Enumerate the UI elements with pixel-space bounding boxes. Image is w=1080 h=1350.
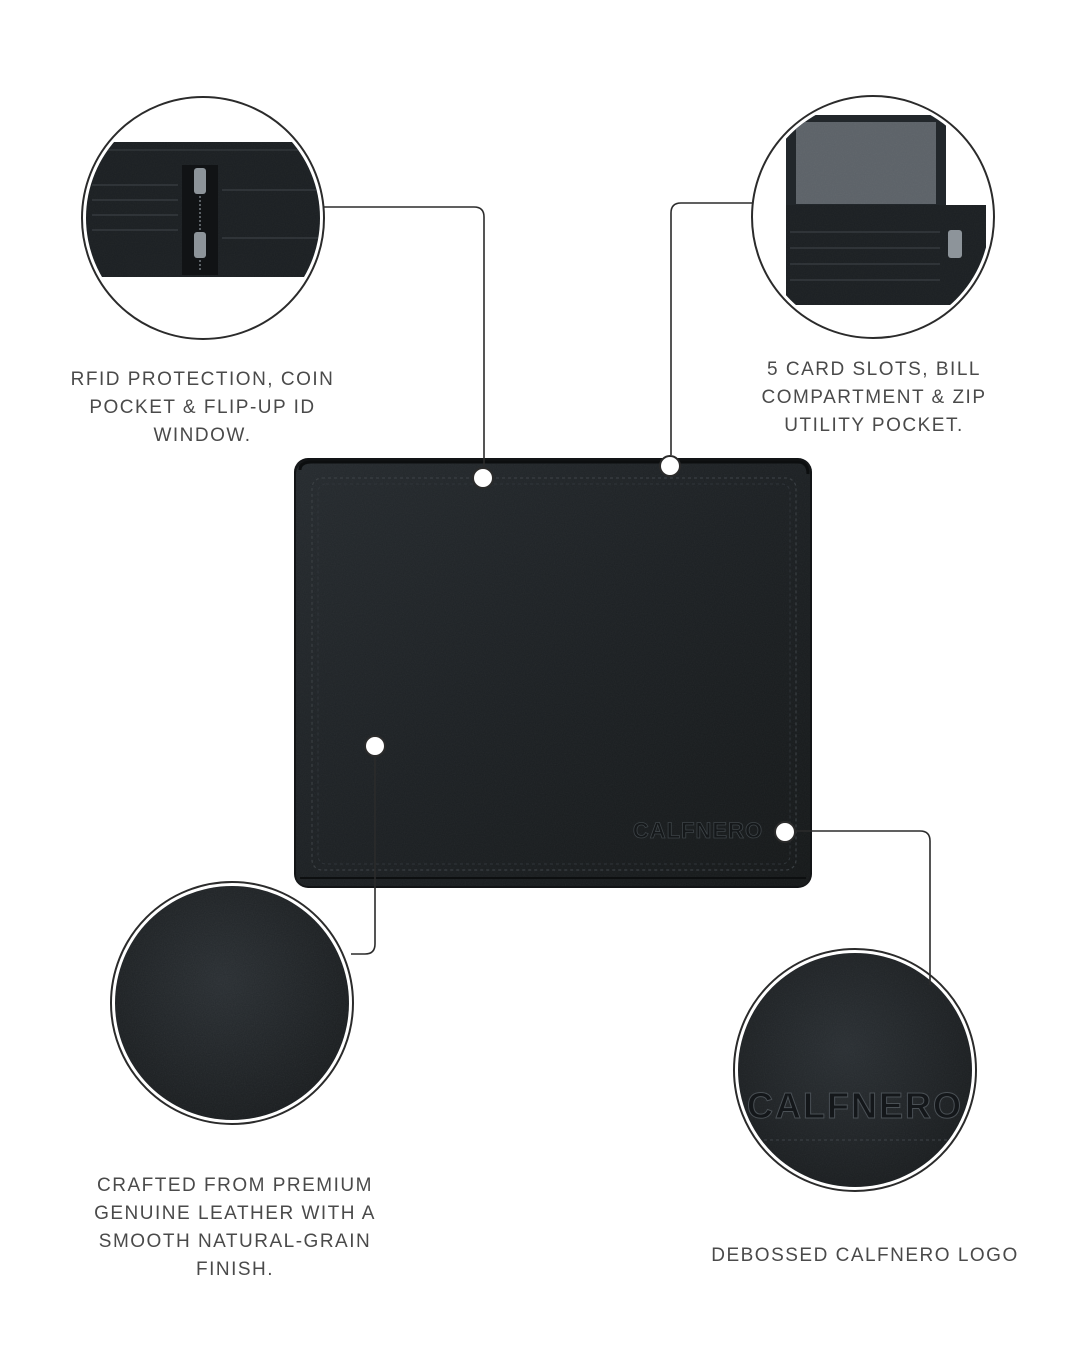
wallet-debossed-logo: CALFNERO: [632, 818, 763, 844]
hotspot-cards: [659, 455, 681, 477]
hotspot-rfid: [472, 467, 494, 489]
caption-genuine-leather: CRAFTED FROM PREMIUM GENUINE LEATHER WIT…: [94, 1175, 376, 1280]
zoom-circle-leather: [110, 881, 354, 1125]
hotspot-markers: [364, 455, 796, 843]
leader-line-logo: [796, 830, 931, 985]
leader-line-rfid: [324, 206, 485, 467]
leader-lines: [324, 202, 931, 985]
caption-debossed-logo: DEBOSSED CALFNERO LOGO: [711, 1245, 1019, 1266]
svg-text:CALFNERO: CALFNERO: [633, 818, 763, 843]
leader-line-cards: [670, 202, 752, 455]
svg-text:CALFNERO: CALFNERO: [747, 1085, 963, 1126]
wallet-main-image: CALFNERO: [294, 458, 812, 888]
hotspot-logo: [774, 821, 796, 843]
zoom-circle-cards: [751, 95, 995, 339]
caption-card-slots: 5 CARD SLOTS, BILL COMPARTMENT & ZIP UTI…: [761, 359, 987, 436]
leader-line-leather: [351, 757, 376, 955]
zoom-circle-logo: CALFNERO: [733, 948, 977, 1192]
hotspot-leather: [364, 735, 386, 757]
zoom-circle-rfid: [81, 96, 325, 340]
caption-rfid-protection: RFID PROTECTION, COIN POCKET & FLIP-UP I…: [70, 369, 335, 446]
